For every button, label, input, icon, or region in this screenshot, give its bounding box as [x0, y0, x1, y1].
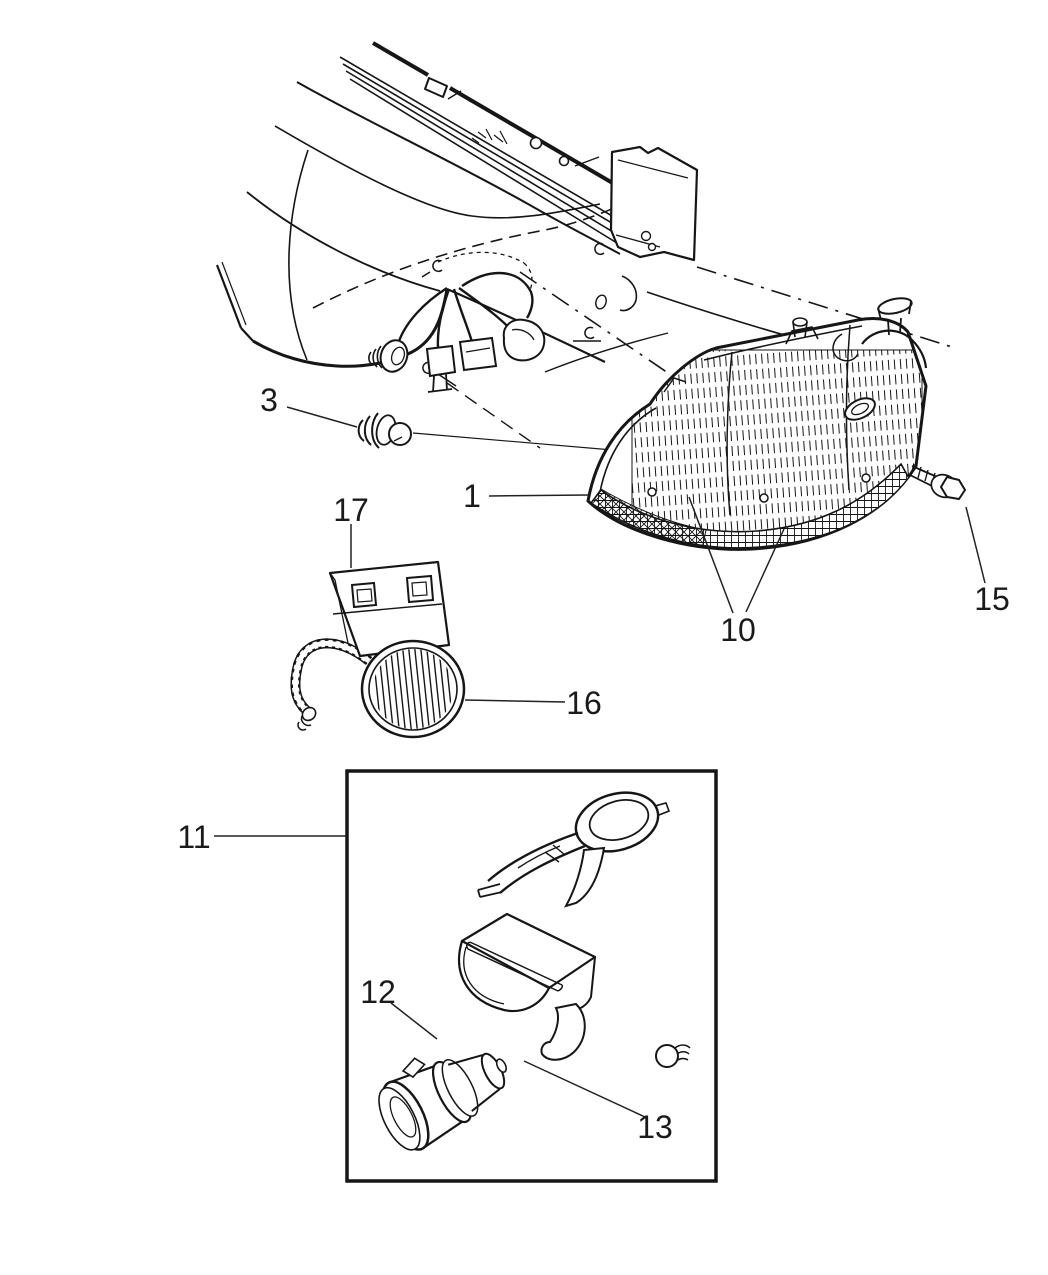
fog-lamp-bulb: [655, 1044, 691, 1068]
callout-10-lens: 10: [720, 612, 756, 648]
service-kit-box: [345, 769, 718, 1183]
callout-labels: 1 3 10 11 12 13 15 16 17: [177, 382, 1009, 1145]
park-turn-bulb: [357, 412, 412, 449]
callout-leader-lines: [214, 406, 986, 1118]
headlamp-mounting-screw: [907, 463, 966, 500]
leader-1: [488, 494, 590, 497]
headlamp-assembly: [586, 297, 928, 551]
callout-12-socket-connector: 12: [360, 974, 396, 1010]
callout-1-headlamp: 1: [463, 478, 481, 514]
callout-15-screw: 15: [974, 581, 1010, 617]
callout-17-bracket: 17: [333, 492, 369, 528]
callout-16-fog-lamp: 16: [566, 685, 602, 721]
fog-lamp-conduit: [290, 638, 373, 731]
leader-15: [965, 506, 986, 584]
leader-12: [390, 1002, 438, 1040]
headlamp-wiring-harness: [368, 271, 546, 393]
kit-box-outline: [345, 769, 718, 1183]
leader-13: [523, 1060, 646, 1118]
fog-lamp-socket: [378, 1052, 508, 1151]
fog-lamp-shield: [457, 912, 597, 1061]
leader-16: [464, 699, 566, 703]
leader-3: [286, 406, 358, 428]
callout-13-bulb-socket: 13: [637, 1109, 673, 1145]
fog-lamp: [360, 639, 466, 739]
callout-11-kit-box: 11: [177, 819, 210, 855]
callout-3-bulb: 3: [260, 382, 278, 418]
fog-lamp-bracket: [328, 560, 451, 658]
leader-10: [688, 496, 785, 614]
retainer-tool: [477, 791, 671, 908]
